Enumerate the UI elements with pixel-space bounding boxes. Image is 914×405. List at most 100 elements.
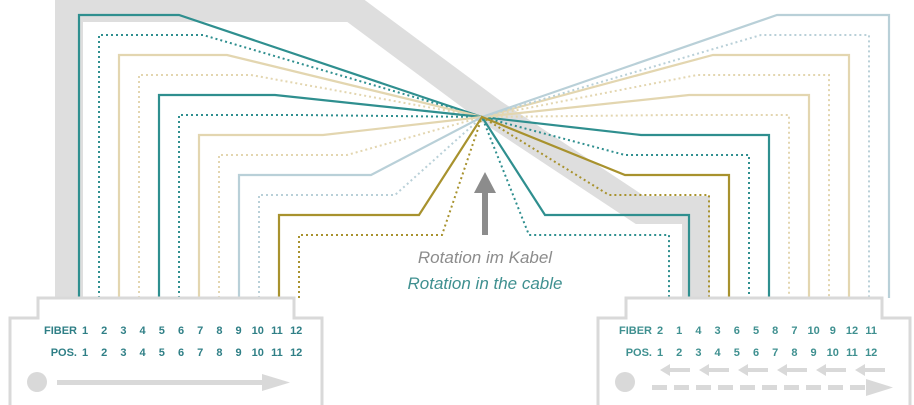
right-fiber-number: 12 [846,325,858,337]
fiber-line-5 [157,93,771,298]
left-pos-number: 7 [197,347,203,359]
right-swap-arrow-icon [660,364,670,376]
left-direction-arrow-icon [262,374,290,391]
fiber-lines [77,13,891,298]
right-swap-arrow-icon [738,364,748,376]
right-fiber-number: 11 [865,325,877,337]
left-pos-number: 5 [159,347,165,359]
right-pos-number: 11 [846,347,858,359]
left-pos-number: 9 [236,347,242,359]
right-direction-dash [718,385,733,390]
right-pos-number: 12 [865,347,877,359]
right-pos-number: 2 [676,347,682,359]
rotation-label-en: Rotation in the cable [408,274,563,293]
right-swap-arrow-shaft [863,368,885,372]
left-key-dot-icon [27,372,47,392]
right-direction-dash [850,385,865,390]
left-fiber-number: 6 [178,325,184,337]
fiber-line-10 [258,34,870,298]
right-pos-number: 6 [753,347,759,359]
right-fiber-number: 1 [676,325,682,337]
left-pos-number: 4 [140,347,147,359]
rotation-arrow-icon [474,172,496,235]
left-fiber-number: 11 [271,325,283,337]
right-pos-number: 5 [734,347,740,359]
right-fiber-number: 3 [715,325,721,337]
fiber-line-9 [237,13,891,298]
right-pos-number: 4 [715,347,722,359]
right-direction-dash [828,385,843,390]
fiber-line-2 [98,34,670,298]
right-pos-number: 10 [827,347,839,359]
right-swap-arrow-icon [855,364,865,376]
left-fiber-number: 5 [159,325,165,337]
fiber-line-8 [218,114,790,298]
right-fiber-number: 2 [657,325,663,337]
right-key-dot-icon [615,372,635,392]
left-fiber-number: 4 [140,325,147,337]
right-pos-number: 8 [791,347,797,359]
highlight-band [55,0,710,298]
right-direction-dash [652,385,667,390]
right-swap-arrow-shaft [785,368,807,372]
left-direction-arrow-shaft [57,380,265,385]
left-pos-number: 12 [290,347,302,359]
left-fiber-label: FIBER [44,325,77,337]
left-fiber-number: 7 [197,325,203,337]
left-fiber-number: 9 [236,325,242,337]
left-pos-label: POS. [51,347,77,359]
right-fiber-number: 8 [772,325,778,337]
right-pos-number: 1 [657,347,663,359]
fiber-1-highlight-band [55,0,710,298]
right-swap-arrow-icon [816,364,826,376]
right-swap-arrow-shaft [668,368,690,372]
right-direction-dash [696,385,711,390]
left-fiber-number: 3 [120,325,126,337]
right-fiber-number: 5 [753,325,759,337]
right-fiber-number: 4 [695,325,702,337]
right-swap-arrow-icon [777,364,787,376]
right-direction-arrow-icon [866,379,893,396]
right-direction-dash [740,385,755,390]
right-pos-label: POS. [626,347,652,359]
right-swap-arrow-icon [699,364,709,376]
fiber-line-11 [277,115,731,298]
left-pos-number: 10 [252,347,264,359]
rotation-label-de: Rotation im Kabel [418,248,553,267]
fiber-line-7 [197,93,811,298]
left-pos-number: 8 [216,347,222,359]
left-pos-number: 3 [120,347,126,359]
right-direction-dash [762,385,777,390]
right-swap-arrow-shaft [746,368,768,372]
fiber-line-3 [117,53,851,298]
right-pos-number: 9 [811,347,817,359]
right-fiber-number: 9 [830,325,836,337]
right-pos-number: 7 [772,347,778,359]
right-connector-housing [596,296,912,405]
right-fiber-number: 10 [807,325,819,337]
left-pos-number: 6 [178,347,184,359]
left-pos-number: 11 [271,347,283,359]
right-direction-dash [674,385,689,390]
right-fiber-label: FIBER [619,325,652,337]
left-fiber-number: 2 [101,325,107,337]
left-fiber-number: 10 [252,325,264,337]
right-swap-arrow-shaft [824,368,846,372]
right-fiber-number: 7 [791,325,797,337]
left-fiber-number: 12 [290,325,302,337]
fiber-line-1 [77,13,691,298]
left-pos-number: 1 [82,347,88,359]
left-fiber-number: 1 [82,325,88,337]
right-pos-number: 3 [695,347,701,359]
right-direction-dash [784,385,799,390]
left-pos-number: 2 [101,347,107,359]
left-fiber-number: 8 [216,325,222,337]
right-direction-dash [806,385,821,390]
right-swap-arrow-shaft [707,368,729,372]
left-connector-housing [8,296,324,405]
right-fiber-number: 6 [734,325,740,337]
